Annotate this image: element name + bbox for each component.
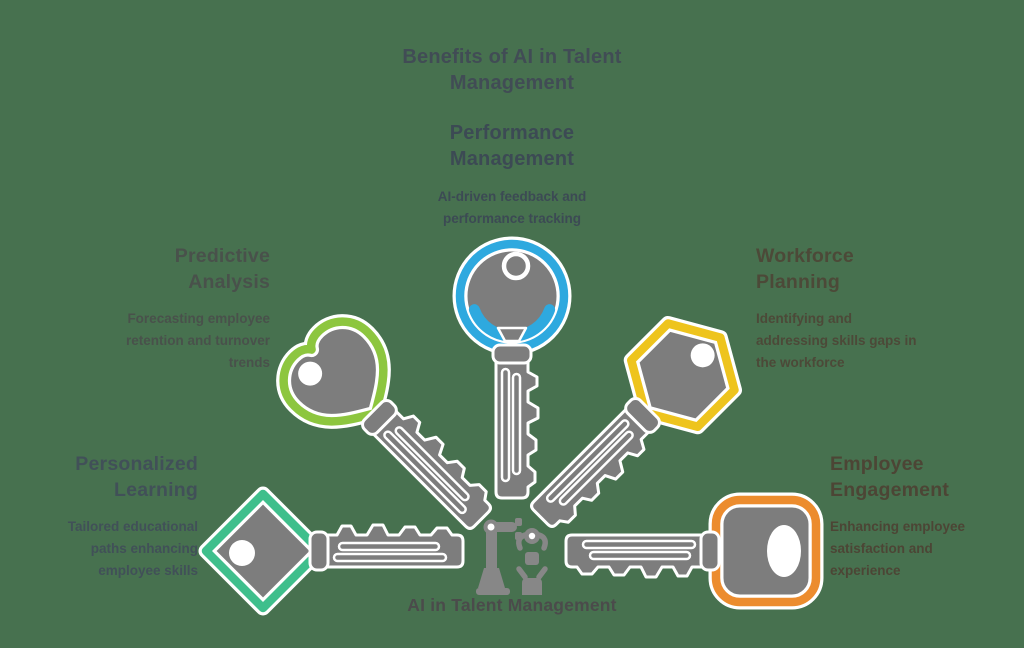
section-description: Enhancing employee satisfaction and expe… xyxy=(830,519,966,579)
key-hole xyxy=(298,361,323,386)
section-description: Tailored educational paths enhancing emp… xyxy=(67,519,198,579)
section-description: Forecasting employee retention and turno… xyxy=(125,311,270,371)
key-icon-predictive-analysis xyxy=(276,314,502,533)
key-hole xyxy=(501,251,531,281)
section-title: Workforce Planning xyxy=(756,245,854,293)
robot-arm-lifting-person-icon xyxy=(476,518,548,595)
key-hole xyxy=(229,540,255,566)
section-title: Employee Engagement xyxy=(830,453,950,501)
section-title: Personalized Learning xyxy=(75,453,198,501)
key-icon-employee-engagement xyxy=(564,492,824,610)
key-icon-performance-management xyxy=(452,236,572,500)
section-personalized-learning: Personalized Learning Tailored education… xyxy=(28,452,198,582)
section-employee-engagement: Employee Engagement Enhancing employee s… xyxy=(830,452,1000,582)
section-description: AI-driven feedback and performance track… xyxy=(437,188,587,226)
section-description: Identifying and addressing skills gaps i… xyxy=(756,311,917,371)
center-label: AI in Talent Management xyxy=(407,595,617,615)
infographic-title: Benefits of AI in Talent Management xyxy=(402,46,622,94)
key-hole xyxy=(767,525,801,577)
key-icon-workforce-planning xyxy=(527,316,742,538)
section-workforce-planning: Workforce Planning Identifying and addre… xyxy=(756,244,936,374)
section-title: Performance Management xyxy=(449,122,575,171)
section-predictive-analysis: Predictive Analysis Forecasting employee… xyxy=(90,244,270,374)
section-performance-management: Performance Management AI-driven feedbac… xyxy=(392,120,632,230)
key-icon-personalized-learning xyxy=(198,486,465,616)
key-hole xyxy=(690,343,715,368)
section-title: Predictive Analysis xyxy=(174,245,270,293)
